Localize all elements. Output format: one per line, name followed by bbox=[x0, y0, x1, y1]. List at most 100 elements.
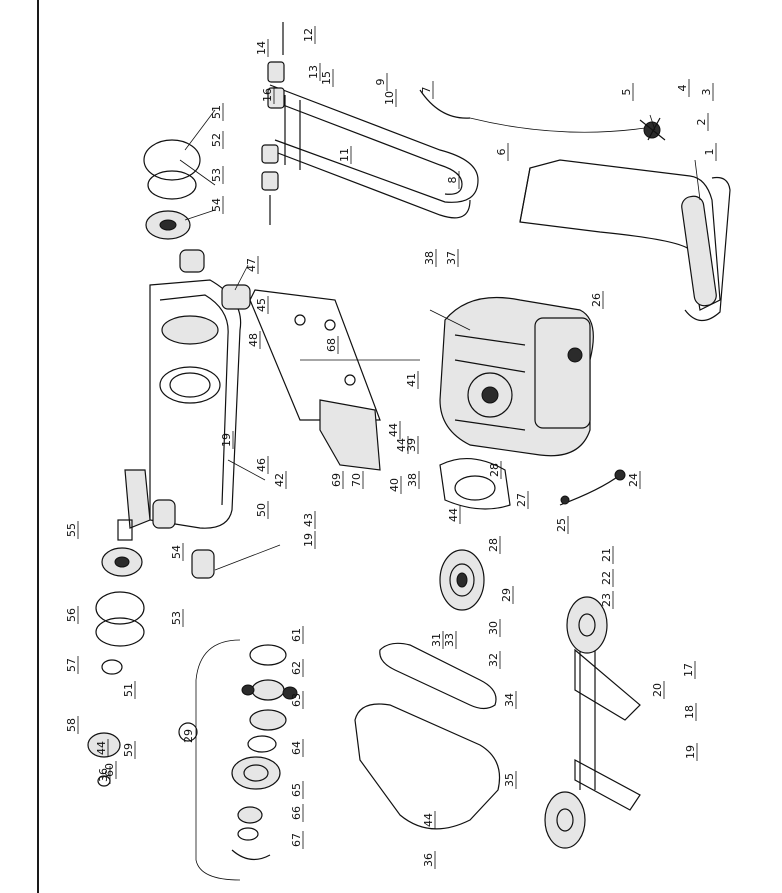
callout-c19b: 19 bbox=[302, 533, 315, 547]
callout-c30: 30 bbox=[487, 621, 500, 635]
callout-c4: 4 bbox=[676, 85, 689, 92]
callout-c51a: 51 bbox=[210, 105, 223, 119]
callout-c7: 7 bbox=[420, 87, 433, 94]
callout-c54b: 54 bbox=[170, 545, 183, 559]
callout-c8: 8 bbox=[446, 177, 459, 184]
callout-c17: 17 bbox=[682, 663, 695, 677]
drive-pulley bbox=[439, 549, 485, 611]
callout-c48: 48 bbox=[247, 333, 260, 347]
callout-c50: 50 bbox=[255, 503, 268, 517]
callout-c46: 46 bbox=[255, 458, 268, 472]
callout-c57: 57 bbox=[65, 658, 78, 672]
callout-c10: 10 bbox=[383, 91, 396, 105]
callout-c27: 27 bbox=[515, 493, 528, 507]
rubber-mounts bbox=[152, 249, 251, 579]
callout-c20: 20 bbox=[651, 683, 664, 697]
assembly-tag: 29 bbox=[178, 722, 198, 743]
callout-c38a: 38 bbox=[423, 251, 436, 265]
main-housing bbox=[149, 279, 242, 529]
callout-c19c: 19 bbox=[684, 745, 697, 759]
engine-mount-plate bbox=[249, 289, 381, 421]
callout-c35: 35 bbox=[503, 773, 516, 787]
eccentric-shaft bbox=[117, 469, 151, 541]
handle-grip bbox=[681, 195, 717, 307]
callout-c3: 3 bbox=[700, 89, 713, 96]
wheel-axle-frame bbox=[574, 648, 641, 811]
clutch-cover bbox=[439, 457, 511, 510]
cable-end bbox=[419, 89, 471, 119]
callout-c56: 56 bbox=[65, 608, 78, 622]
callout-c11: 11 bbox=[338, 148, 351, 162]
callout-c28b: 28 bbox=[487, 538, 500, 552]
callout-c43: 43 bbox=[302, 513, 315, 527]
callout-c18: 18 bbox=[683, 705, 696, 719]
clutch-assembly bbox=[195, 639, 298, 881]
callout-c59: 59 bbox=[122, 743, 135, 757]
callout-c58: 58 bbox=[65, 718, 78, 732]
callout-c12: 12 bbox=[302, 28, 315, 42]
callout-c19a: 19 bbox=[220, 433, 233, 447]
callout-c45: 45 bbox=[255, 298, 268, 312]
callout-c42: 42 bbox=[273, 473, 286, 487]
callout-c54a: 54 bbox=[210, 198, 223, 212]
callout-c51b: 51 bbox=[122, 683, 135, 697]
callout-c21: 21 bbox=[600, 548, 613, 562]
callout-c31: 31 bbox=[430, 633, 443, 647]
callout-c13: 13 bbox=[307, 65, 320, 79]
callout-c2: 2 bbox=[695, 119, 708, 126]
callout-c55: 55 bbox=[65, 523, 78, 537]
callout-c41: 41 bbox=[405, 373, 418, 387]
lower-bearing-assembly bbox=[87, 547, 145, 787]
callout-labels: 1234567891011121314151617181919192021222… bbox=[65, 26, 717, 869]
callout-c44c: 44 bbox=[447, 508, 460, 522]
engine bbox=[439, 296, 594, 457]
callout-c68: 68 bbox=[325, 338, 338, 352]
callout-c61: 61 bbox=[290, 628, 303, 642]
callout-c44b: 44 bbox=[95, 741, 108, 755]
fuel-line-fitting bbox=[614, 469, 626, 481]
callout-c29: 29 bbox=[500, 588, 513, 602]
callout-c15: 15 bbox=[320, 71, 333, 85]
callout-c36a: 36 bbox=[97, 768, 110, 782]
callout-c44d: 44 bbox=[422, 813, 435, 827]
callout-c24: 24 bbox=[627, 473, 640, 487]
callout-c64: 64 bbox=[290, 741, 303, 755]
callout-c38b: 38 bbox=[406, 473, 419, 487]
callout-c23: 23 bbox=[600, 593, 613, 607]
transport-wheel-front bbox=[566, 596, 608, 654]
upper-handle-frame bbox=[269, 84, 479, 219]
callout-c26: 26 bbox=[590, 293, 603, 307]
callout-c33: 33 bbox=[443, 633, 456, 647]
callout-c40: 40 bbox=[388, 478, 401, 492]
callout-c70: 70 bbox=[350, 473, 363, 487]
callout-c53b: 53 bbox=[170, 611, 183, 625]
callout-c47: 47 bbox=[245, 258, 258, 272]
callout-c37: 37 bbox=[445, 251, 458, 265]
callout-c6: 6 bbox=[495, 149, 508, 156]
callout-c44a: 44 bbox=[395, 438, 408, 452]
callout-c34: 34 bbox=[503, 693, 516, 707]
belt-guard bbox=[354, 703, 501, 830]
callout-c28a: 28 bbox=[488, 463, 501, 477]
throttle-lever bbox=[639, 117, 666, 141]
leader-lines bbox=[179, 109, 701, 571]
callout-c16: 16 bbox=[261, 88, 274, 102]
callout-c67: 67 bbox=[290, 833, 303, 847]
handle-bushings bbox=[261, 22, 285, 225]
callout-c66: 66 bbox=[290, 806, 303, 820]
upper-bearing-cover bbox=[143, 139, 201, 240]
callout-c14: 14 bbox=[255, 41, 268, 55]
throttle-cable bbox=[469, 117, 646, 133]
callout-c22: 22 bbox=[600, 571, 613, 585]
callout-c60: 60 bbox=[103, 763, 116, 777]
fuel-line-clamp bbox=[560, 495, 570, 505]
callout-c53a: 53 bbox=[210, 168, 223, 182]
callout-c63: 63 bbox=[290, 693, 303, 707]
drawing-frame bbox=[37, 0, 782, 893]
callout-c69: 69 bbox=[330, 473, 343, 487]
drive-belt bbox=[379, 642, 497, 710]
callout-c52: 52 bbox=[210, 133, 223, 147]
callout-c32: 32 bbox=[487, 653, 500, 667]
callout-c5: 5 bbox=[620, 89, 633, 96]
